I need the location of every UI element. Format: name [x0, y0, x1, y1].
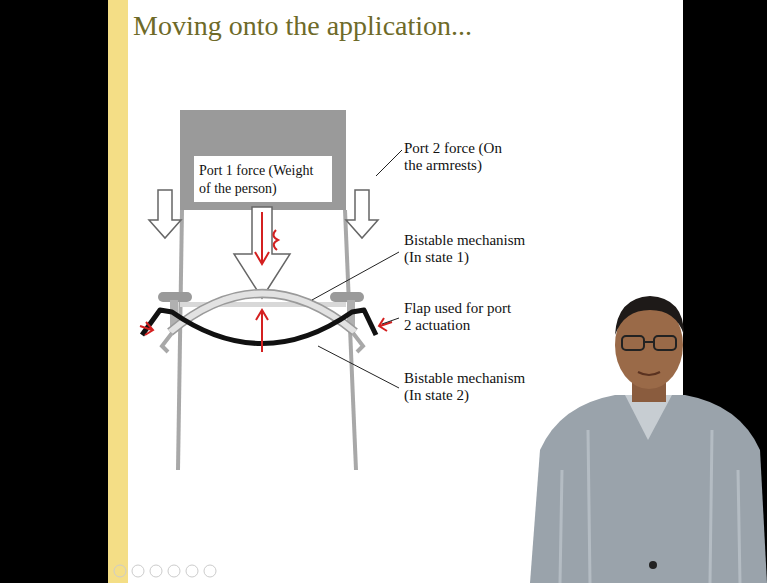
- red-annotations: [140, 212, 392, 352]
- player-controls-part: [204, 565, 216, 577]
- label-text: Flap used for port 2 actuation: [404, 300, 516, 334]
- red-annotations-part: [379, 318, 392, 331]
- presenter-figure: [530, 296, 767, 583]
- bistable-state-1-part: [353, 333, 363, 352]
- presenter-figure-part: [615, 296, 684, 335]
- red-annotations-part: [140, 322, 153, 335]
- text-band: Port 1 force (Weight of the person): [196, 157, 330, 201]
- presenter-figure-part: [638, 372, 660, 375]
- label-text: Bistable mechanism (In state 1): [404, 232, 544, 266]
- leader-lines-part: [312, 252, 399, 300]
- red-annotations-part: [256, 310, 268, 352]
- player-controls-part: [132, 565, 144, 577]
- yellow-strip: [108, 0, 128, 583]
- presenter-figure-part: [560, 430, 740, 583]
- callout-label: Bistable mechanism (In state 1): [404, 232, 544, 266]
- bistable-state-1-part: [162, 333, 172, 352]
- red-annotations-part: [273, 230, 278, 250]
- title-text: Moving onto the application...: [133, 10, 472, 42]
- presenter-figure-part: [649, 561, 657, 569]
- presenter-figure-part: [530, 395, 767, 583]
- presenter-figure-part: [644, 341, 654, 343]
- label-text: Port 2 force (On the armrests): [404, 140, 516, 174]
- callout-label: Flap used for port 2 actuation: [404, 300, 516, 334]
- presenter-figure-part: [654, 336, 676, 350]
- player-controls-part: [186, 565, 198, 577]
- chair-frame-part: [178, 210, 182, 470]
- force-arrows: [149, 190, 378, 298]
- force-arrows-part: [149, 190, 181, 238]
- red-annotations-part: [255, 212, 269, 264]
- slide-title: Moving onto the application...: [133, 10, 472, 42]
- leader-lines-part: [318, 346, 399, 388]
- chair-frame: [158, 110, 364, 470]
- callout-label: Bistable mechanism (In state 2): [404, 370, 544, 404]
- chair-frame-part: [194, 156, 332, 202]
- label-text: Bistable mechanism (In state 2): [404, 370, 544, 404]
- player-controls-part: [168, 565, 180, 577]
- presenter-figure-part: [622, 336, 644, 350]
- force-arrows-part: [346, 190, 378, 238]
- node-text: Port 1 force (Weight of the person): [199, 163, 313, 196]
- player-controls-part: [150, 565, 162, 577]
- player-controls: [114, 565, 216, 577]
- chair-frame-part: [345, 210, 356, 470]
- force-arrows-part: [234, 207, 290, 298]
- chair-frame-part: [180, 110, 346, 210]
- leader-lines-part: [376, 150, 402, 176]
- player-controls-part: [114, 565, 126, 577]
- leader-lines-part: [382, 318, 399, 324]
- callout-label: Port 2 force (On the armrests): [404, 140, 516, 174]
